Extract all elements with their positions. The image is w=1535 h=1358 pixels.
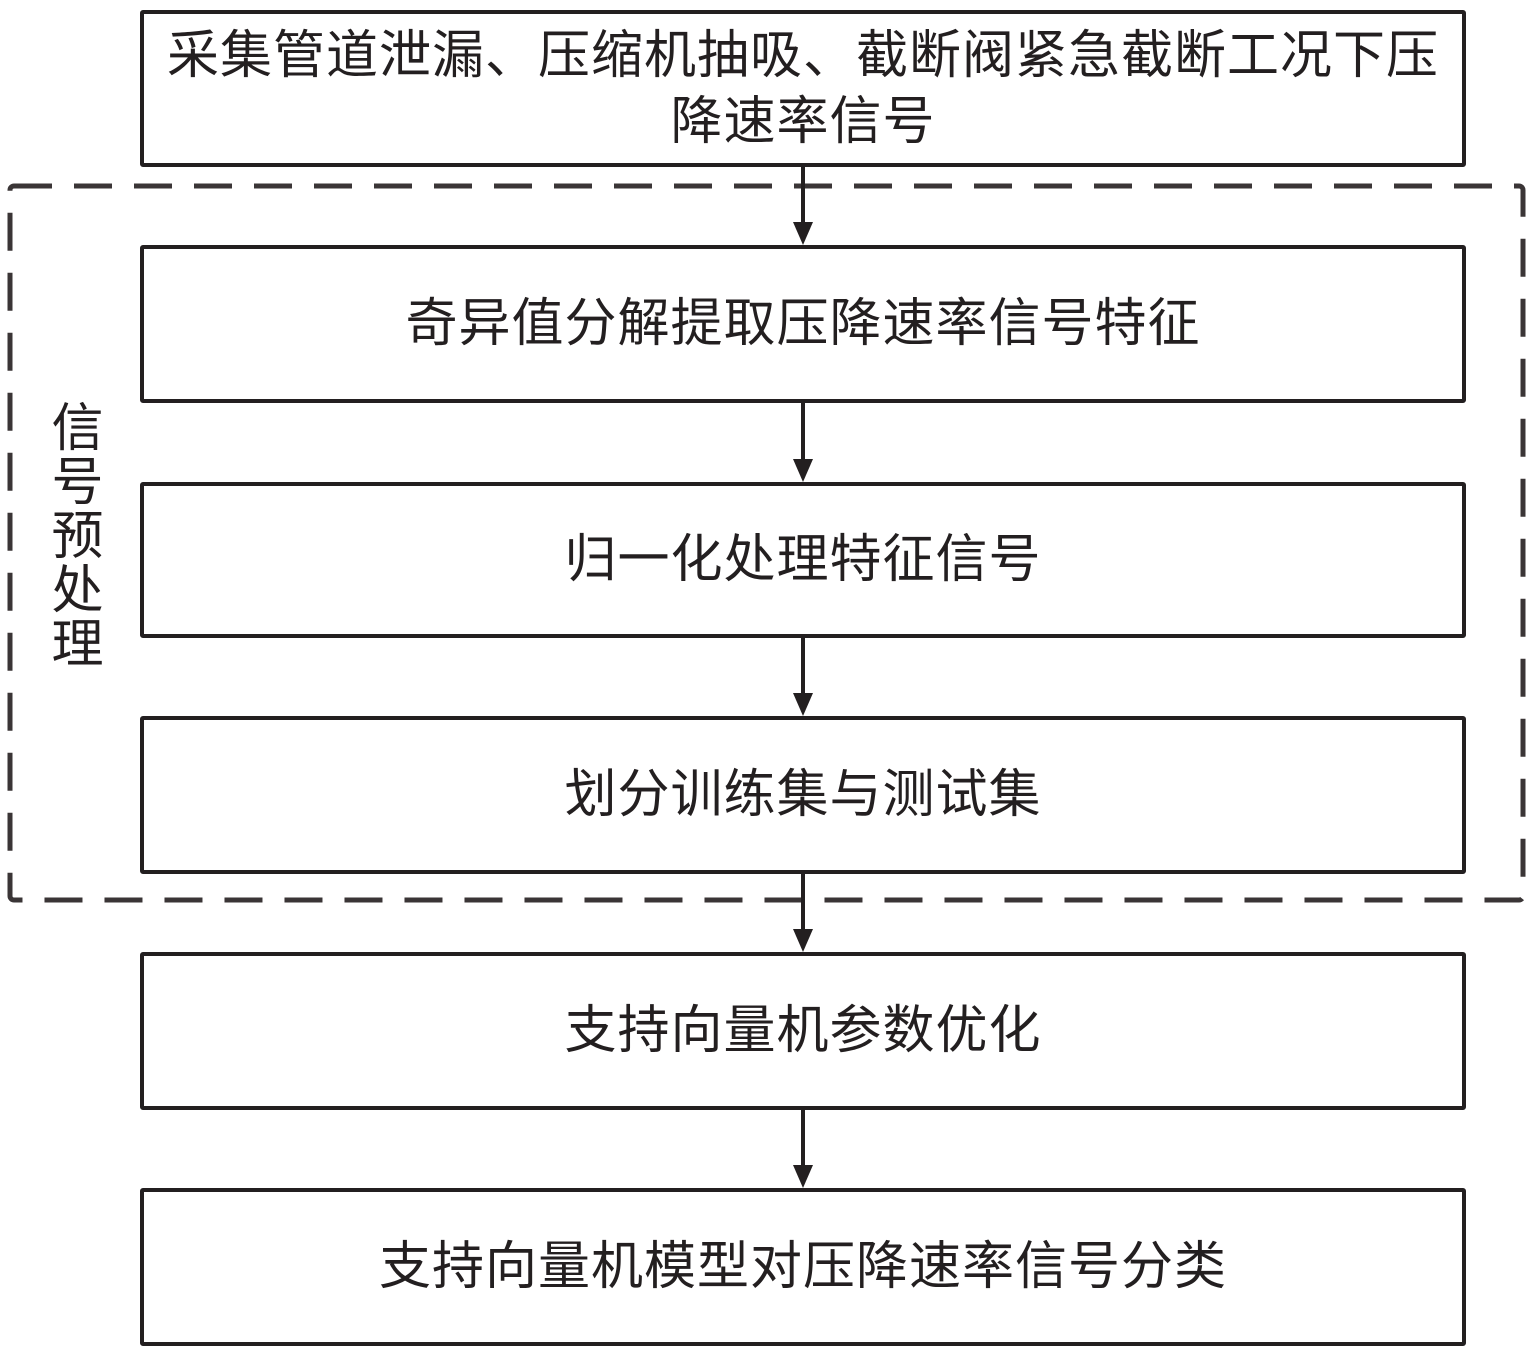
arrowhead-1-2	[793, 222, 813, 245]
preprocessing-group-border	[7, 183, 1526, 903]
step-box-svd-feature-extraction: 奇异值分解提取压降速率信号特征	[140, 245, 1466, 403]
step-text: 采集管道泄漏、压缩机抽吸、截断阀紧急截断工况下压降速率信号	[166, 25, 1439, 152]
arrowhead-3-4	[793, 693, 813, 716]
preprocessing-group-label: 信号预处理	[42, 400, 102, 670]
step-text: 归一化处理特征信号	[564, 530, 1042, 590]
step-box-svm-parameter-optimization: 支持向量机参数优化	[140, 952, 1466, 1110]
step-box-svm-classification: 支持向量机模型对压降速率信号分类	[140, 1188, 1466, 1346]
step-text: 划分训练集与测试集	[564, 765, 1042, 825]
step-text: 支持向量机模型对压降速率信号分类	[378, 1237, 1227, 1297]
arrowhead-2-3	[793, 459, 813, 482]
arrowhead-5-6	[793, 1165, 813, 1188]
step-box-split-train-test: 划分训练集与测试集	[140, 716, 1466, 874]
step-text: 奇异值分解提取压降速率信号特征	[405, 294, 1201, 354]
arrowhead-4-5	[793, 929, 813, 952]
step-box-normalize-features: 归一化处理特征信号	[140, 482, 1466, 638]
step-text: 支持向量机参数优化	[564, 1001, 1042, 1061]
step-box-collect-signals: 采集管道泄漏、压缩机抽吸、截断阀紧急截断工况下压降速率信号	[140, 10, 1466, 167]
